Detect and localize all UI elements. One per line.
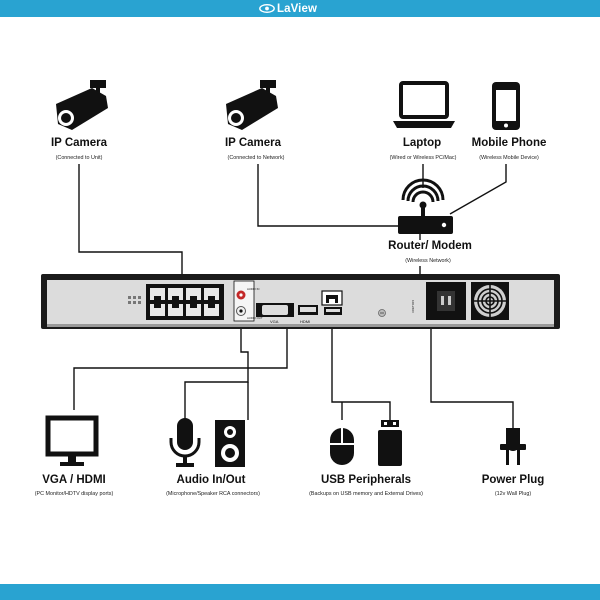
vent-grille	[128, 296, 141, 304]
mobile-phone-title: Mobile Phone	[471, 137, 547, 149]
usb-port	[324, 307, 342, 315]
mobile-phone-subtitle: (Wireless Mobile Device)	[479, 155, 539, 161]
ip-camera-unit-title: IP Camera	[50, 137, 108, 149]
line-power	[430, 300, 514, 428]
power-plug-icon	[500, 428, 526, 465]
vga-hdmi-title: VGA / HDMI	[42, 474, 106, 486]
vga-hdmi-subtitle: (PC Monitor/HDTV display ports)	[34, 491, 114, 497]
audio-title: Audio In/Out	[176, 474, 246, 486]
power-plug-subtitle: (12v Wall Plug)	[494, 491, 532, 497]
speaker-icon	[215, 420, 245, 467]
mouse-icon	[330, 428, 354, 465]
laptop-subtitle: (Wired or Wireless PC/Mac)	[389, 155, 457, 161]
vga-port-label: VGA	[270, 319, 279, 324]
lan-port	[321, 290, 343, 306]
connection-lines	[73, 164, 514, 428]
line-audio-mic	[184, 304, 249, 420]
top-banner: LaView	[0, 0, 600, 17]
power-socket	[426, 282, 466, 320]
power-rating-label: 100-240V	[411, 300, 415, 313]
hdmi-port-label: HDMI	[300, 319, 310, 324]
audio-out-label: AUDIO OUT	[247, 316, 263, 320]
ip-camera-network-icon	[226, 80, 278, 130]
ip-camera-unit-subtitle: (Connected to Unit)	[55, 155, 103, 161]
usb-title: USB Peripherals	[320, 474, 412, 486]
usb-drive-icon	[378, 420, 402, 466]
laview-logo: LaView	[259, 1, 317, 16]
line-ipcam-unit	[78, 164, 183, 282]
audio-rca-ports: AUDIO IN AUDIO OUT	[233, 280, 263, 322]
line-usb-1	[331, 310, 342, 403]
router-subtitle: (Wireless Network)	[405, 258, 451, 264]
fan-vent	[471, 282, 509, 320]
ip-camera-unit-icon	[56, 80, 108, 130]
vga-port: VGA	[256, 303, 294, 324]
nvr-unit: AUDIO IN AUDIO OUT VGA HDMI	[41, 274, 560, 329]
audio-subtitle: (Microphone/Speaker RCA connectors)	[166, 491, 260, 497]
mobile-phone-icon	[492, 82, 520, 130]
audio-in-label: AUDIO IN	[247, 287, 259, 291]
line-ipcam-network	[257, 164, 398, 227]
eye-logo-icon	[259, 4, 275, 13]
line-vga	[73, 320, 288, 410]
hdmi-port: HDMI	[298, 305, 318, 324]
router-icon	[398, 178, 453, 234]
brand-name: LaView	[277, 2, 318, 15]
ip-camera-network-subtitle: (Connected to Network)	[227, 155, 285, 161]
monitor-icon	[45, 415, 99, 466]
ground-screw-icon	[378, 309, 386, 317]
laptop-title: Laptop	[402, 137, 442, 149]
laptop-icon	[393, 81, 455, 128]
microphone-icon	[169, 418, 201, 467]
power-plug-title: Power Plug	[481, 474, 545, 486]
bottom-banner	[0, 584, 600, 600]
ip-camera-network-title: IP Camera	[224, 137, 282, 149]
line-usb-drive	[342, 401, 391, 420]
router-title: Router/ Modem	[388, 240, 472, 252]
usb-subtitle: (Backups on USB memory and External Driv…	[309, 491, 423, 497]
poe-port-block	[146, 284, 224, 320]
line-mobile	[449, 164, 507, 215]
